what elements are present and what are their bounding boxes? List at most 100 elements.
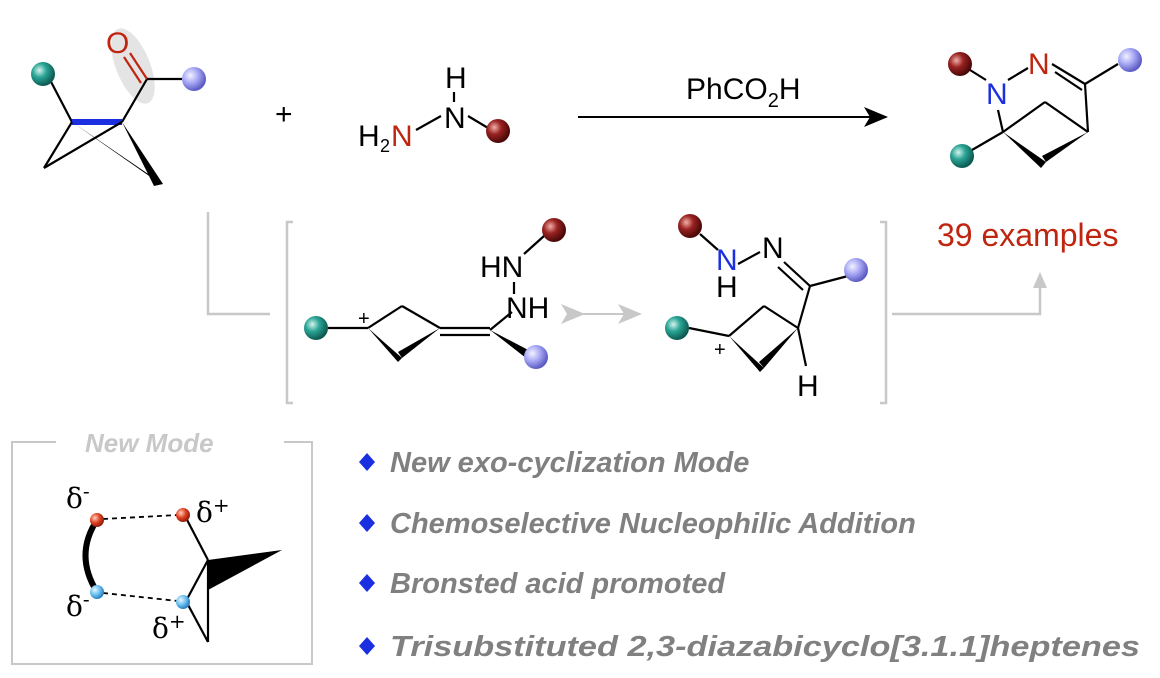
hydrazine-n-atom: N (444, 102, 466, 135)
bond (367, 305, 403, 329)
oxygen-atom: O (106, 27, 129, 60)
bond (1007, 67, 1029, 81)
delta-plus-top: δ+ (196, 493, 230, 529)
maroon-substituent-sphere (678, 214, 702, 238)
bond (971, 131, 1004, 151)
carbonyl-bond (129, 52, 148, 80)
cation-charge: + (714, 339, 726, 361)
new-mode-panel: New Mode δ- δ+ δ- δ+ (11, 428, 313, 665)
maroon-substituent-sphere (486, 119, 510, 143)
feature-item: New exo-cyclization Mode (390, 447, 749, 479)
diazabicycloheptene-product: N N (948, 48, 1142, 168)
feature-item: Trisubstituted 2,3-diazabicyclo[3.1.1]he… (390, 631, 1140, 663)
red-node (90, 513, 104, 527)
periwinkle-substituent-sphere (844, 258, 868, 282)
delta-minus-top: δ- (66, 479, 90, 515)
carbocation-intermediate-2: + H N N H (665, 214, 868, 403)
bond (996, 109, 1005, 133)
bond (763, 305, 799, 329)
mechanism-connector-left (206, 212, 270, 316)
periwinkle-substituent-sphere (1118, 48, 1142, 72)
periwinkle-substituent-sphere (182, 67, 206, 91)
teal-substituent-sphere (31, 62, 55, 86)
bullet-diamond-icon (359, 514, 375, 532)
hydrazine-h-atom: H (445, 62, 467, 95)
interaction-dash-bottom (102, 592, 179, 602)
teal-substituent-sphere (950, 144, 974, 168)
bond (467, 115, 489, 129)
wedge-bond (398, 328, 440, 358)
bond (783, 261, 811, 287)
bond (728, 305, 765, 337)
teal-substituent-sphere (665, 316, 689, 340)
bond (401, 305, 441, 329)
wedge-bond (368, 328, 402, 362)
wedge-bond (490, 330, 532, 358)
feature-item: Bronsted acid promoted (390, 568, 726, 600)
red-node (176, 508, 190, 522)
bullet-diamond-icon (359, 637, 375, 655)
nh-group: NH (506, 292, 549, 325)
imine-n-atom: N (762, 232, 784, 265)
bond (699, 233, 719, 251)
bond (737, 251, 761, 265)
carbonyl-bond (123, 56, 142, 84)
nucleophile-chain (82, 518, 100, 594)
wedge-bond (1042, 132, 1088, 162)
hn-group: HN (480, 251, 523, 284)
hydrazine: H N H 2 N (358, 62, 510, 156)
blue-node (90, 585, 104, 599)
product-n-blue-atom: N (986, 78, 1008, 111)
mechanism-arrowhead (1033, 272, 1047, 288)
amine-subscript: 2 (380, 136, 390, 156)
wedge-bond (1003, 132, 1046, 168)
amine-n-atom: N (391, 120, 413, 153)
bond (1044, 101, 1089, 133)
bond (796, 327, 808, 367)
plus-sign: + (275, 98, 293, 131)
feature-item: Chemoselective Nucleophilic Addition (390, 508, 916, 540)
delta-minus-bottom: δ- (66, 587, 90, 623)
bond (415, 115, 442, 131)
bracket-left (285, 220, 293, 405)
bond (43, 121, 73, 169)
bond (809, 274, 849, 288)
delta-plus-bottom: δ+ (152, 609, 186, 645)
bond (777, 266, 804, 291)
bond (184, 515, 209, 561)
new-mode-frame (11, 441, 313, 665)
bullet-diamond-icon (359, 453, 375, 471)
wedge-bond (729, 336, 764, 372)
nh-h-atom: H (716, 271, 738, 304)
bond (185, 559, 209, 602)
bond (969, 69, 987, 81)
bicyclobutane-ketone: O (31, 27, 206, 186)
bond (121, 78, 148, 123)
maroon-substituent-sphere (542, 218, 566, 242)
bond (796, 285, 812, 329)
examples-count: 39 examples (937, 217, 1118, 253)
wedge-bond (759, 328, 798, 368)
feature-list: New exo-cyclization Mode Chemoselective … (359, 447, 1140, 663)
bond (1083, 83, 1090, 133)
wedge-bond (72, 122, 162, 185)
product-n-red-atom: N (1028, 48, 1050, 81)
new-mode-title: New Mode (85, 428, 214, 458)
wedge-bond (122, 122, 163, 186)
cation-charge: + (358, 308, 370, 330)
wedge-bond (208, 550, 282, 590)
mechanism-connector-right (892, 284, 1042, 316)
bond (1084, 63, 1119, 85)
maroon-substituent-sphere (948, 52, 972, 76)
bond (1002, 101, 1046, 133)
periwinkle-substituent-sphere (524, 345, 548, 369)
bond (47, 75, 73, 123)
carbocation-intermediate-1: + NH HN (304, 218, 566, 369)
teal-substituent-sphere (304, 316, 328, 340)
bond (489, 311, 513, 331)
bond (43, 121, 123, 169)
bullet-diamond-icon (359, 574, 375, 592)
interaction-dash-top (102, 514, 179, 520)
reagent-label: PhCO2H (686, 73, 801, 112)
